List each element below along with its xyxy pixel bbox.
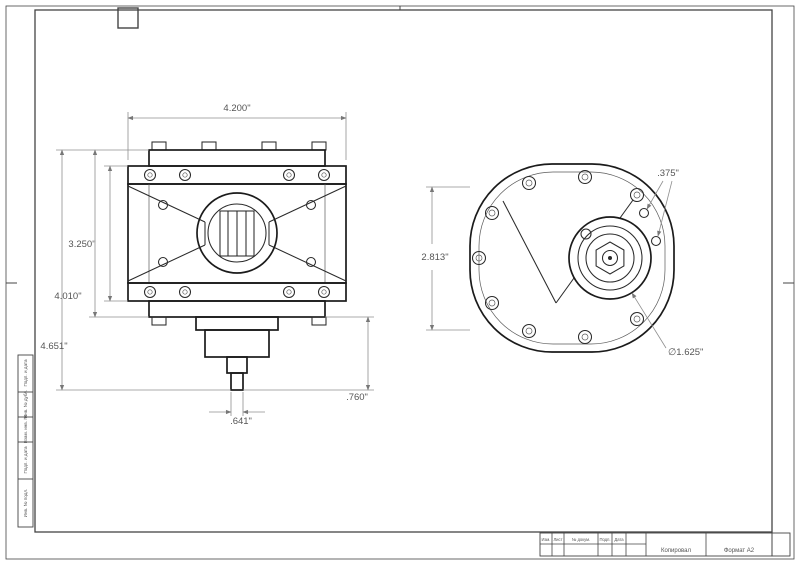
bolt-circle xyxy=(471,169,645,345)
dim-shaft-label: .641" xyxy=(230,416,252,427)
pump-side-body xyxy=(127,141,347,391)
lower-flange xyxy=(127,282,347,302)
dim-hub-label: ∅1.625" xyxy=(668,347,703,358)
hex-nut xyxy=(595,241,625,275)
tb-rev-label: Изм. xyxy=(542,537,551,542)
hub xyxy=(568,216,652,300)
tb-format-label: Формат А2 xyxy=(724,548,755,554)
side-view: 4.200" xyxy=(40,103,374,427)
dim-h3-label: 4.651" xyxy=(40,341,67,352)
small-hole xyxy=(650,235,662,247)
dim-shaft: .641" xyxy=(209,392,265,427)
bottom-plate xyxy=(148,300,326,318)
housing-outline xyxy=(469,163,675,353)
upper-flange xyxy=(127,165,347,185)
margin-label: Взам. инв. № xyxy=(23,415,28,444)
dim-front-height-label: 2.813" xyxy=(421,252,448,263)
tb-date-label: Дата xyxy=(614,537,624,542)
dim-step: .760" xyxy=(243,316,374,403)
margin-label: Подп. и дата xyxy=(23,359,28,387)
dim-width-label: 4.200" xyxy=(223,103,250,114)
dim-width: 4.200" xyxy=(127,103,347,160)
dim-h1-label: 3.250" xyxy=(68,239,95,250)
zone-box xyxy=(117,7,139,29)
sheet-borders xyxy=(5,5,795,560)
tb-doc-label: № докум. xyxy=(572,537,590,542)
dim-hole: .375" xyxy=(646,168,679,237)
tb-sign-label: Подп. xyxy=(599,537,610,542)
title-block: Изм. Лист № докум. Подп. Дата Копировал … xyxy=(539,532,791,557)
dim-heights: 3.250" 4.010" 4.651" xyxy=(40,149,231,391)
margin-label: Инв. № дубл. xyxy=(23,390,28,418)
tb-copied-label: Копировал xyxy=(661,548,692,554)
dim-front-height: 2.813" xyxy=(421,186,470,331)
dim-step-label: .760" xyxy=(346,392,368,403)
margin-strip: Подп. и дата Инв. № дубл. Взам. инв. № П… xyxy=(17,354,34,528)
top-plate xyxy=(148,149,326,167)
format-box xyxy=(771,532,791,557)
lower-steps xyxy=(195,316,279,391)
tb-sheet-label: Лист xyxy=(553,537,562,542)
front-view: 2.813" .375" ∅1.625" xyxy=(421,163,703,358)
dim-hub: ∅1.625" xyxy=(631,292,703,358)
dim-h2-label: 4.010" xyxy=(54,291,81,302)
face-vee-lines xyxy=(502,199,634,304)
margin-label: Инв. № подл. xyxy=(23,489,28,518)
margin-label: Подп. и дата xyxy=(23,446,28,474)
dim-hole-label: .375" xyxy=(657,168,679,179)
inlet-boss xyxy=(196,192,278,274)
small-hole xyxy=(638,207,650,219)
